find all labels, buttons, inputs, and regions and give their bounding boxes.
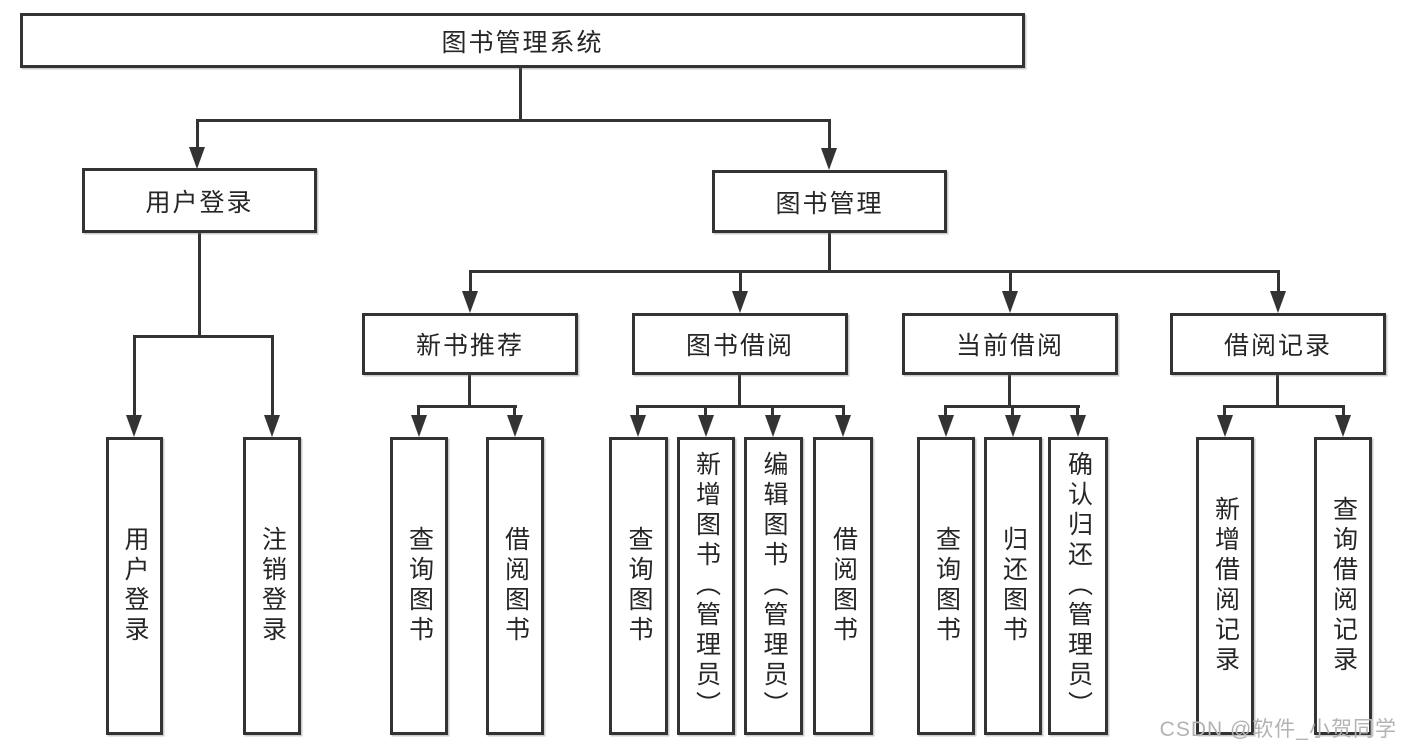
node-current-borrow-label: 当前借阅 (955, 332, 1064, 360)
connector-line (513, 405, 516, 419)
leaf-logout-label: 注销登录 (258, 526, 287, 646)
arrow-down-icon (732, 291, 748, 313)
arrow-down-icon (630, 415, 646, 437)
connector-line (271, 335, 274, 419)
connector-line (944, 405, 947, 419)
connector-line (738, 375, 741, 407)
leaf-query-books-1: 查询图书 (390, 437, 448, 735)
connector-line (133, 335, 136, 419)
leaf-query-borrow-record: 查询借阅记录 (1314, 437, 1372, 735)
node-borrow-records: 借阅记录 (1170, 313, 1386, 375)
arrow-down-icon (126, 415, 142, 437)
arrow-down-icon (1070, 415, 1086, 437)
connector-line (1277, 270, 1280, 296)
arrow-down-icon (411, 415, 427, 437)
connector-line (828, 233, 831, 272)
connector-line (1009, 270, 1012, 296)
connector-line (1342, 405, 1345, 419)
leaf-logout: 注销登录 (243, 437, 301, 735)
leaf-return-books: 归还图书 (984, 437, 1042, 735)
connector-line (1011, 405, 1014, 419)
connector-line (704, 405, 707, 419)
csdn-watermark: CSDN @软件_小贺同学 (1159, 718, 1397, 741)
leaf-borrow-books-1-label: 借阅图书 (501, 526, 530, 646)
leaf-confirm-return-admin-label: 确认归还（管理员） (1064, 451, 1093, 721)
connector-line (771, 405, 774, 419)
connector-line (469, 270, 1280, 273)
leaf-borrow-books-1: 借阅图书 (486, 437, 544, 735)
arrow-down-icon (189, 147, 205, 169)
leaf-add-borrow-record: 新增借阅记录 (1196, 437, 1254, 735)
arrow-down-icon (821, 148, 837, 170)
connector-line (417, 405, 517, 408)
leaf-edit-books-admin-label: 编辑图书（管理员） (760, 451, 788, 721)
arrow-down-icon (1002, 291, 1018, 313)
arrow-down-icon (765, 415, 781, 437)
connector-line (828, 119, 831, 151)
leaf-edit-books-admin: 编辑图书（管理员） (744, 437, 803, 735)
leaf-add-books-admin-label: 新增图书（管理员） (692, 451, 721, 721)
arrow-down-icon (264, 415, 280, 437)
connector-line (196, 119, 831, 122)
node-book-borrow: 图书借阅 (632, 313, 848, 375)
connector-line (1223, 405, 1345, 408)
leaf-user-login-label: 用户登录 (121, 526, 149, 646)
node-root: 图书管理系统 (20, 13, 1025, 68)
arrow-down-icon (507, 415, 523, 437)
connector-line (636, 405, 639, 419)
connector-line (198, 233, 201, 338)
arrow-down-icon (835, 415, 851, 437)
node-root-label: 图书管理系统 (441, 28, 604, 57)
node-new-book-recommend-label: 新书推荐 (415, 332, 524, 360)
arrow-down-icon (462, 291, 478, 313)
connector-line (1076, 405, 1079, 419)
node-book-management: 图书管理 (712, 170, 947, 233)
leaf-query-books-2-label: 查询图书 (625, 526, 653, 646)
connector-line (1223, 405, 1226, 419)
leaf-query-books-3-label: 查询图书 (932, 526, 961, 646)
leaf-query-books-1-label: 查询图书 (405, 526, 434, 646)
leaf-borrow-books-2: 借阅图书 (813, 437, 873, 735)
connector-line (469, 270, 472, 296)
arrow-down-icon (1005, 415, 1021, 437)
connector-line (468, 375, 471, 407)
connector-line (196, 119, 199, 151)
arrow-down-icon (1217, 415, 1233, 437)
node-book-borrow-label: 图书借阅 (685, 332, 794, 360)
arrow-down-icon (1335, 415, 1351, 437)
node-user-login-label: 用户登录 (145, 188, 254, 217)
leaf-query-books-2: 查询图书 (609, 437, 668, 735)
node-user-login: 用户登录 (82, 168, 317, 233)
leaf-confirm-return-admin: 确认归还（管理员） (1048, 437, 1108, 735)
leaf-query-books-3: 查询图书 (917, 437, 975, 735)
node-borrow-records-label: 借阅记录 (1223, 332, 1332, 360)
node-book-management-label: 图书管理 (775, 189, 884, 218)
leaf-user-login: 用户登录 (106, 437, 163, 735)
connector-line (1008, 375, 1011, 407)
connector-line (133, 335, 274, 338)
arrow-down-icon (698, 415, 714, 437)
connector-line (842, 405, 845, 419)
leaf-add-books-admin: 新增图书（管理员） (677, 437, 735, 735)
leaf-add-borrow-record-label: 新增借阅记录 (1211, 496, 1240, 676)
leaf-borrow-books-2-label: 借阅图书 (829, 526, 858, 646)
connector-line (519, 68, 522, 121)
leaf-query-borrow-record-label: 查询借阅记录 (1329, 496, 1358, 676)
connector-line (417, 405, 420, 419)
node-new-book-recommend: 新书推荐 (362, 313, 578, 375)
arrow-down-icon (1270, 291, 1286, 313)
leaf-return-books-label: 归还图书 (999, 526, 1028, 646)
connector-line (1276, 375, 1279, 407)
connector-line (636, 405, 845, 408)
connector-line (739, 270, 742, 296)
node-current-borrow: 当前借阅 (902, 313, 1118, 375)
arrow-down-icon (938, 415, 954, 437)
